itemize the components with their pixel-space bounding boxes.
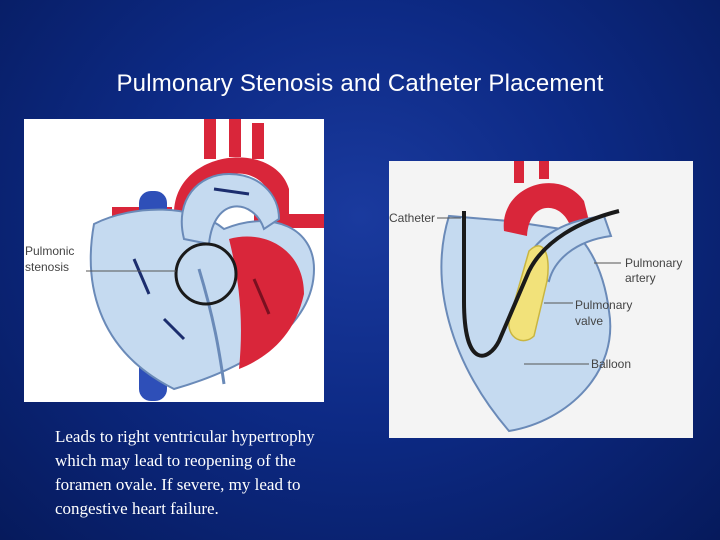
aortic-branch xyxy=(204,119,216,159)
aortic-branch xyxy=(514,161,524,183)
slide-title: Pulmonary Stenosis and Catheter Placemen… xyxy=(0,70,720,98)
balloon-label: Balloon xyxy=(591,357,631,371)
pulmonic-stenosis-label-line2: stenosis xyxy=(25,260,69,274)
pulmonary-artery-label-line1: Pulmonary xyxy=(625,256,682,270)
aortic-branch xyxy=(539,161,549,179)
catheter-label: Catheter xyxy=(389,211,435,225)
catheter-placement-diagram: Catheter Pulmonary artery Pulmonary valv… xyxy=(389,161,693,438)
pulmonary-valve-label-line1: Pulmonary xyxy=(575,298,632,312)
catheter-illustration: Catheter Pulmonary artery Pulmonary valv… xyxy=(389,161,693,438)
pulmonary-valve-label-line2: valve xyxy=(575,314,603,328)
aortic-branch xyxy=(252,123,264,159)
heart-stenosis-illustration: Pulmonic stenosis xyxy=(24,119,324,402)
pulmonic-stenosis-label-line1: Pulmonic xyxy=(25,244,74,258)
pulmonary-artery-label-line2: artery xyxy=(625,271,656,285)
heart-stenosis-diagram: Pulmonic stenosis xyxy=(24,119,324,402)
aortic-branch xyxy=(229,119,241,157)
slide-caption: Leads to right ventricular hypertrophy w… xyxy=(55,425,355,521)
